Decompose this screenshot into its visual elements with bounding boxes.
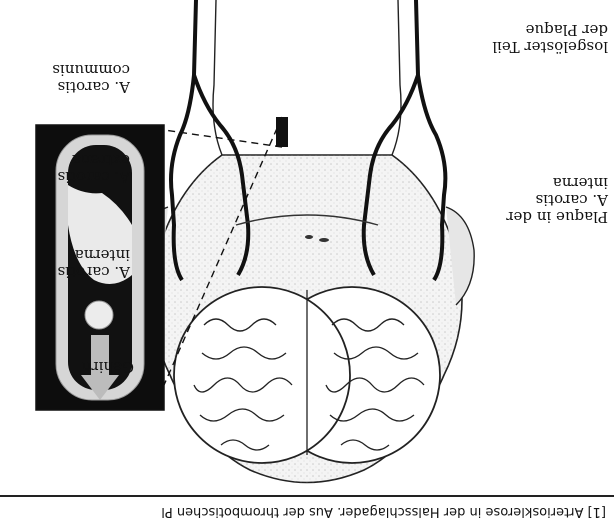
label-carotis-communis: A. carotis communis: [52, 61, 130, 95]
detached-plaque-fragment: [85, 301, 113, 329]
brain-right-hemisphere: [174, 287, 350, 463]
label-losgeloester-teil: losgelöster Teil der Plaque: [492, 21, 608, 55]
plaque-mark: [276, 117, 288, 147]
label-carotis-interna: A. carotis interna: [58, 246, 130, 280]
callout-line-top: [164, 130, 282, 147]
neck-outline: [213, 0, 401, 155]
label-carotis-externa: A. carotis extrena: [58, 151, 130, 185]
label-gehirn: Gehirn: [82, 358, 134, 375]
label-plaque: Plaque in der A. carotis interna: [506, 174, 608, 225]
